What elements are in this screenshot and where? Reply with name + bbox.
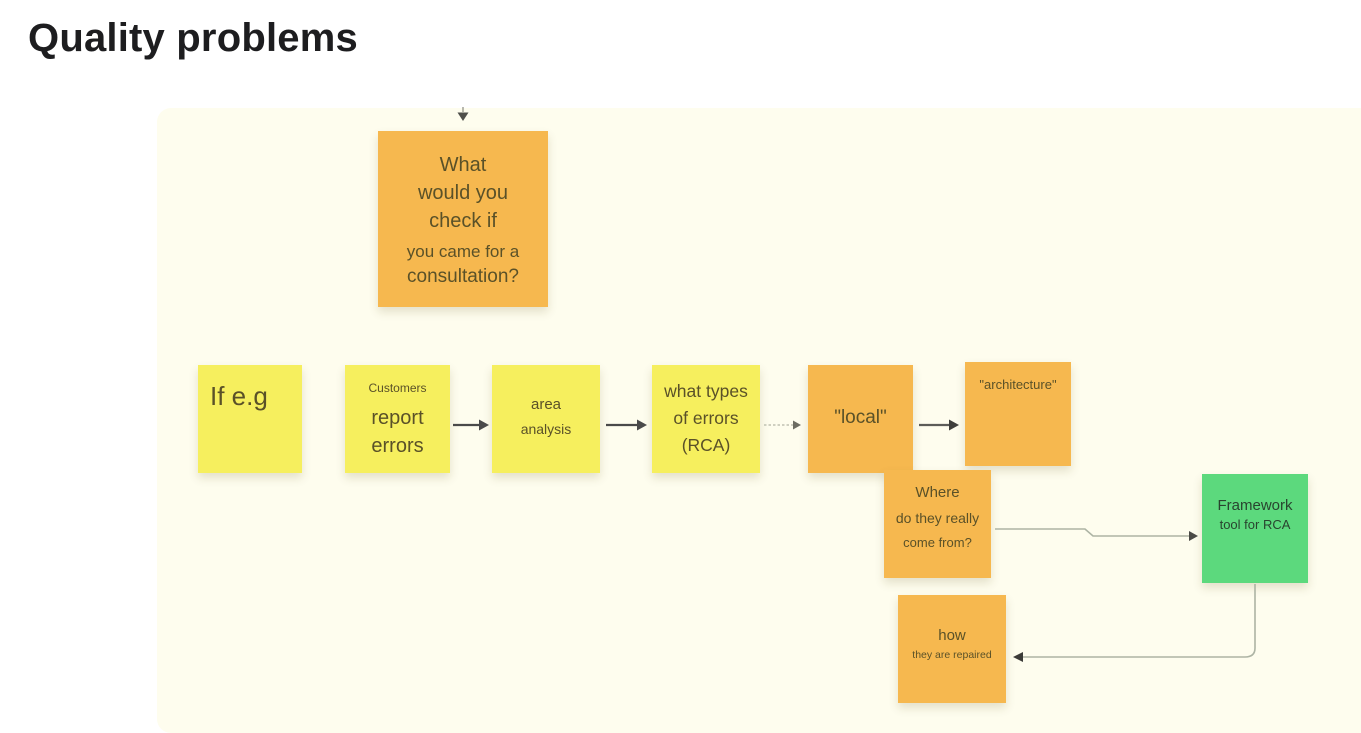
note-text-line: Framework bbox=[1217, 497, 1293, 514]
note-text-line: Customers bbox=[368, 381, 427, 395]
connector-local-to-architecture[interactable] bbox=[919, 419, 959, 431]
connector-framework-to-how[interactable] bbox=[1013, 584, 1256, 662]
sticky-note-customers-report-errors[interactable]: Customers report errors bbox=[345, 365, 450, 473]
sticky-note-where-from[interactable]: Where do they really come from? bbox=[884, 470, 991, 578]
note-text-line: report bbox=[371, 407, 424, 429]
note-text-line: If e.g bbox=[210, 381, 268, 411]
sticky-note-local[interactable]: "local" bbox=[808, 365, 913, 473]
note-text-line: check if bbox=[429, 210, 497, 232]
sticky-note-if-eg[interactable]: If e.g bbox=[198, 365, 302, 473]
connector-types-to-local[interactable] bbox=[764, 420, 801, 430]
note-text-line: would you bbox=[417, 182, 509, 204]
note-text-line: do they really bbox=[895, 510, 980, 526]
note-text-line: they are repaired bbox=[912, 649, 992, 661]
sticky-note-framework-tool[interactable]: Framework tool for RCA bbox=[1202, 474, 1308, 583]
note-text-line: analysis bbox=[520, 421, 572, 437]
note-text-line: errors bbox=[371, 435, 424, 457]
note-text-line: how bbox=[938, 627, 966, 644]
note-text-line: (RCA) bbox=[681, 435, 731, 455]
note-text-line: "architecture" bbox=[979, 377, 1057, 392]
connector-customers-to-area[interactable] bbox=[453, 419, 489, 431]
connector-pointer-into-consultation[interactable] bbox=[457, 107, 469, 121]
note-text-line: come from? bbox=[903, 535, 972, 550]
sticky-note-error-types-rca[interactable]: what types of errors (RCA) bbox=[652, 365, 760, 473]
sticky-note-area-analysis[interactable]: area analysis bbox=[492, 365, 600, 473]
note-text-line: what types bbox=[664, 381, 748, 401]
note-text-line: of errors bbox=[673, 408, 739, 428]
note-text-line: consultation? bbox=[407, 266, 519, 287]
note-text-line: What bbox=[439, 154, 487, 176]
note-text-line: Where bbox=[915, 484, 960, 501]
note-text-line: "local" bbox=[834, 407, 887, 428]
note-text-line: you came for a bbox=[406, 242, 520, 261]
connector-where-to-framework[interactable] bbox=[995, 528, 1198, 541]
note-text-line: tool for RCA bbox=[1219, 517, 1291, 532]
sticky-note-how-repaired[interactable]: how they are repaired bbox=[898, 595, 1006, 703]
connector-area-to-types[interactable] bbox=[606, 419, 647, 431]
note-text-line: area bbox=[530, 396, 562, 413]
sticky-note-consultation[interactable]: What would you check if you came for a c… bbox=[378, 131, 548, 307]
sticky-note-architecture[interactable]: "architecture" bbox=[965, 362, 1071, 466]
board-title: Quality problems bbox=[28, 16, 358, 60]
